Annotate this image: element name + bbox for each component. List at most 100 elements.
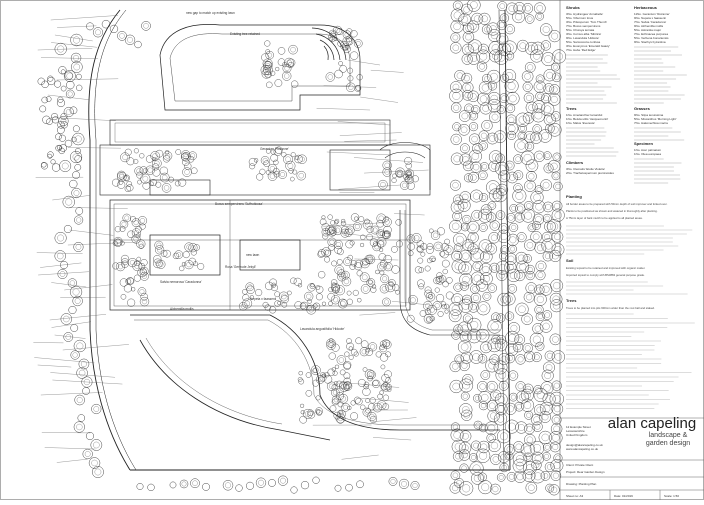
schedule-item: 9No. Stachys byzantina	[634, 40, 666, 44]
plant-canopy-inner	[157, 247, 162, 252]
plant-canopy	[155, 241, 163, 249]
plant-canopy	[515, 204, 525, 214]
plant-canopy-inner	[518, 384, 523, 389]
plant-canopy-inner	[73, 289, 79, 295]
plant-canopy-inner	[462, 276, 469, 283]
plant-canopy-inner	[453, 473, 458, 478]
leader-line	[57, 26, 96, 28]
plant-canopy-inner	[379, 403, 384, 408]
plant-canopy-inner	[470, 93, 476, 99]
leader-line	[48, 95, 89, 100]
plant-canopy	[351, 401, 356, 406]
plant-canopy	[301, 481, 309, 489]
plant-canopy	[324, 257, 329, 262]
plant-canopy	[266, 82, 272, 88]
plant-canopy	[450, 483, 461, 494]
plant-canopy-inner	[455, 3, 460, 8]
plant-canopy-inner	[491, 163, 497, 169]
plant-canopy	[346, 241, 354, 249]
plant-canopy	[496, 211, 505, 220]
plant-canopy	[198, 263, 204, 269]
plant-canopy-inner	[537, 391, 544, 398]
plant-canopy-inner	[537, 5, 543, 11]
plant-canopy	[408, 243, 415, 250]
plant-canopy	[515, 334, 525, 344]
plant-canopy-inner	[527, 426, 533, 432]
plant-canopy-inner	[528, 485, 534, 491]
plant-canopy	[361, 284, 370, 293]
plant-canopy	[381, 365, 385, 369]
plant-canopy-inner	[473, 193, 480, 200]
plant-canopy	[396, 241, 402, 247]
plant-canopy	[514, 170, 523, 179]
schedule-heading-trees: Trees	[566, 106, 577, 111]
plant-canopy-inner	[461, 16, 468, 23]
plant-canopy-inner	[481, 143, 486, 148]
plant-canopy	[157, 260, 166, 269]
plant-canopy	[313, 477, 320, 484]
plant-canopy	[476, 329, 489, 342]
plant-canopy	[494, 413, 507, 426]
plant-canopy	[444, 239, 449, 244]
plant-canopy	[438, 311, 444, 317]
plant-canopy-inner	[462, 302, 469, 309]
plant-canopy-inner	[483, 253, 490, 260]
plant-canopy	[173, 253, 179, 259]
plant-canopy	[354, 39, 362, 47]
plant-canopy	[140, 167, 148, 175]
plant-canopy-inner	[461, 343, 468, 350]
plant-canopy-inner	[490, 83, 495, 88]
plant-canopy	[202, 483, 209, 490]
plant-canopy-inner	[185, 170, 190, 175]
plant-canopy	[541, 41, 551, 51]
leader-line	[52, 380, 122, 384]
plant-canopy-inner	[57, 235, 63, 241]
plant-canopy-inner	[543, 286, 550, 293]
plant-canopy-inner	[509, 133, 514, 138]
plant-canopy-inner	[553, 395, 561, 403]
plant-canopy-inner	[66, 334, 71, 339]
plant-canopy-inner	[385, 220, 390, 225]
plant-canopy-inner	[553, 65, 557, 69]
plan-label: new gap to match up existing lawn	[186, 11, 235, 15]
plant-canopy	[360, 243, 364, 247]
plant-canopy	[306, 373, 311, 378]
drawing-date: Date: 01/2019	[614, 494, 633, 498]
plant-canopy-inner	[306, 294, 311, 299]
plant-schedule: Shrubs 3No. Hydrangea 'Annabelle' 5No. V…	[566, 5, 677, 175]
plan-label: Buxus sempervirens 'Suffruticosa'	[215, 202, 263, 206]
plant-canopy	[340, 300, 347, 307]
leader-line	[339, 185, 401, 189]
plant-canopy-inner	[511, 225, 516, 230]
plant-canopy-inner	[507, 356, 512, 361]
plant-canopy	[524, 411, 532, 419]
plant-canopy-inner	[328, 75, 333, 80]
plan-label: Alchemilla mollis	[170, 307, 194, 311]
plant-canopy	[74, 216, 83, 225]
plant-canopy	[431, 231, 440, 240]
plant-canopy-inner	[481, 394, 488, 401]
plant-canopy-inner	[137, 169, 142, 174]
plant-canopy-inner	[284, 74, 289, 79]
plant-canopy-inner	[472, 153, 479, 160]
logo-subtitle-2: garden design	[646, 440, 690, 447]
plant-canopy	[530, 50, 543, 63]
notes-heading-soil: Soil	[566, 258, 573, 263]
schedule-item: 7No. Hakonechloa macra	[634, 121, 668, 125]
plant-canopy	[318, 271, 325, 278]
plant-canopy-inner	[463, 382, 470, 389]
plant-canopy-inner	[465, 92, 471, 98]
plant-canopy	[347, 291, 351, 295]
plant-canopy	[153, 169, 161, 177]
plant-canopy	[335, 70, 343, 78]
plant-canopy	[451, 429, 464, 442]
plant-canopy	[536, 312, 545, 321]
plant-canopy	[543, 202, 553, 212]
plant-canopy-inner	[506, 44, 514, 52]
plant-canopy-inner	[456, 236, 463, 243]
plant-canopy	[300, 404, 304, 408]
plant-canopy-inner	[401, 481, 406, 486]
plant-canopy-inner	[527, 65, 533, 71]
plant-canopy-inner	[73, 154, 79, 160]
plant-canopy	[134, 148, 139, 153]
